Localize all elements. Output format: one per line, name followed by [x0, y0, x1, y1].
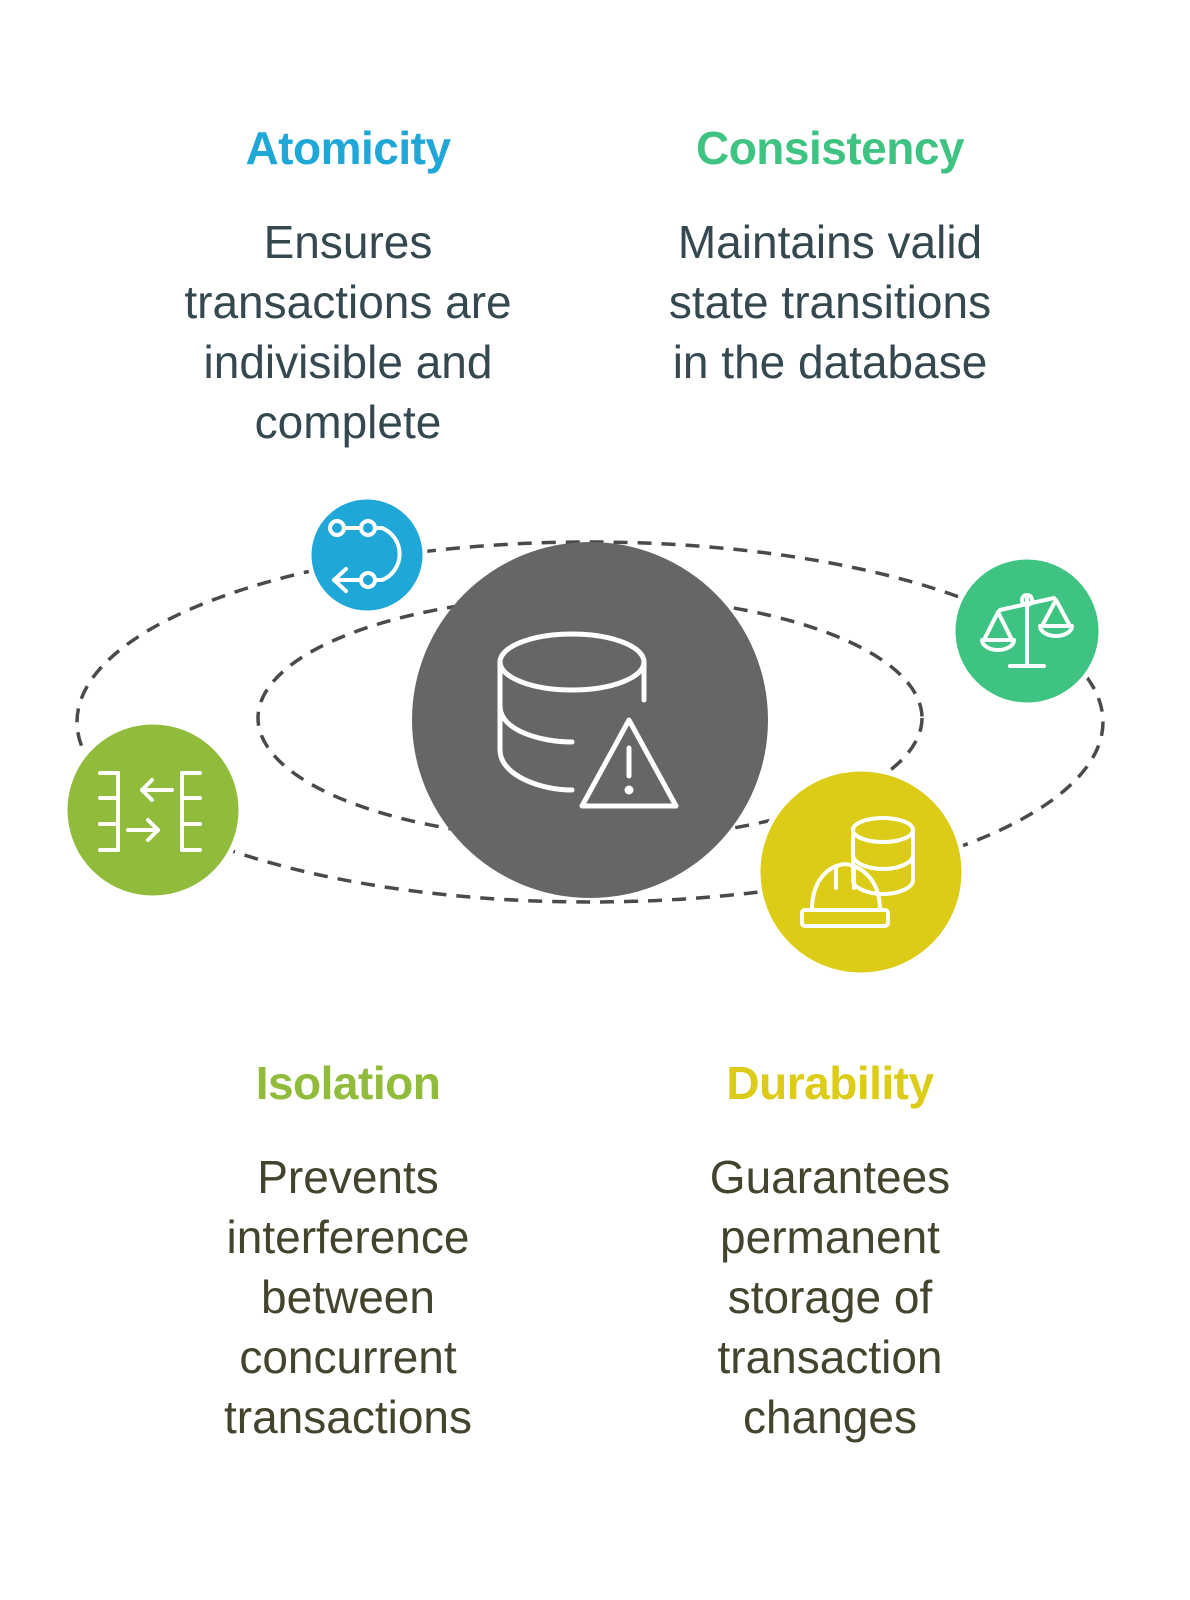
- atomicity-line: complete: [254, 396, 442, 448]
- isolation-description: Prevents interference between concurrent…: [118, 1147, 578, 1447]
- atomicity-block: Atomicity Ensures transactions are indiv…: [118, 120, 578, 452]
- durability-line: transaction: [717, 1331, 943, 1383]
- consistency-block: Consistency Maintains valid state transi…: [600, 120, 1060, 392]
- isolation-line: concurrent: [239, 1331, 457, 1383]
- isolation-line: transactions: [223, 1391, 472, 1443]
- balance-scale-icon: [980, 593, 1074, 668]
- atomicity-description: Ensures transactions are indivisible and…: [118, 212, 578, 452]
- atomicity-node: [306, 494, 428, 616]
- consistency-node: [950, 554, 1104, 708]
- path-loop-icon: [328, 519, 402, 593]
- durability-line: Guarantees: [709, 1151, 951, 1203]
- atomicity-line: Ensures: [263, 216, 433, 268]
- isolation-block: Isolation Prevents interference between …: [118, 1055, 578, 1447]
- consistency-description: Maintains valid state transitions in the…: [600, 212, 1060, 392]
- durability-title: Durability: [726, 1057, 934, 1109]
- durability-block: Durability Guarantees permanent storage …: [600, 1055, 1060, 1447]
- isolation-title: Isolation: [255, 1057, 441, 1109]
- center-node: [412, 542, 768, 898]
- durability-node: [755, 766, 967, 978]
- isolation-line: interference: [226, 1211, 470, 1263]
- atomicity-line: transactions are: [184, 276, 512, 328]
- isolation-line: between: [261, 1271, 435, 1323]
- durability-line: changes: [743, 1391, 917, 1443]
- consistency-line: in the database: [672, 336, 988, 388]
- isolation-line: Prevents: [257, 1151, 439, 1203]
- durability-line: storage of: [727, 1271, 933, 1323]
- durability-line: permanent: [720, 1211, 940, 1263]
- table-exchange-icon: [98, 771, 202, 852]
- database-hardhat-icon: [800, 816, 915, 928]
- consistency-line: Maintains valid: [677, 216, 983, 268]
- consistency-title: Consistency: [695, 122, 965, 174]
- consistency-line: state transitions: [668, 276, 992, 328]
- acid-orbit-diagram: [62, 494, 1105, 978]
- isolation-node: [62, 719, 244, 901]
- atomicity-line: indivisible and: [203, 336, 493, 388]
- database-warning-icon: [497, 631, 679, 809]
- inner-orbit: [256, 594, 924, 842]
- durability-description: Guarantees permanent storage of transact…: [600, 1147, 1060, 1447]
- atomicity-title: Atomicity: [245, 122, 451, 174]
